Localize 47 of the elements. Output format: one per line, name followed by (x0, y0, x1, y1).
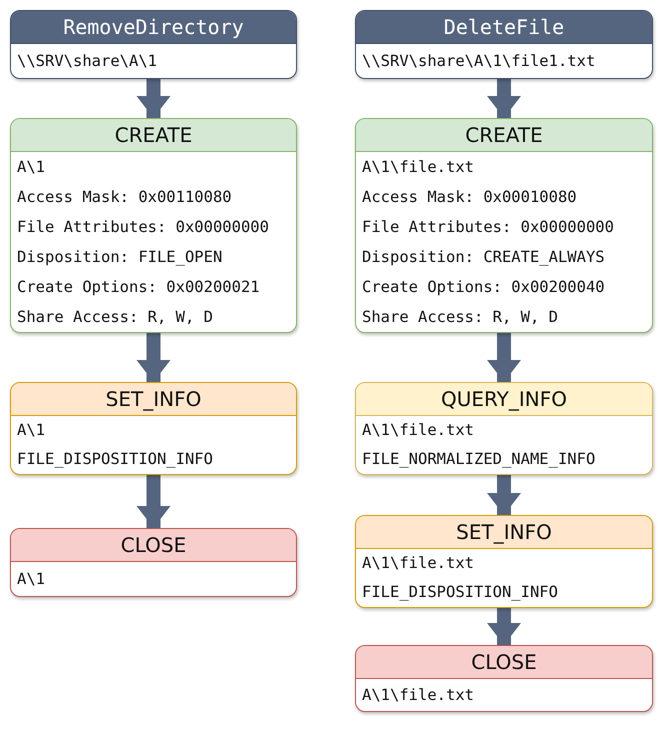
box-title: CREATE (356, 119, 652, 152)
box-text: Create Options: 0x00200040 (361, 277, 606, 298)
arrow (487, 475, 521, 515)
box-text: FILE_DISPOSITION_INFO (361, 582, 559, 603)
box-text: Create Options: 0x00200021 (16, 277, 261, 298)
box-text: File Attributes: 0x00000000 (361, 217, 615, 238)
box-text: \\SRV\share\A\1 (16, 51, 158, 72)
box-title: CLOSE (356, 646, 652, 679)
box-text: Disposition: CREATE_ALWAYS (361, 247, 606, 268)
box-text: A\1\file.txt (361, 685, 475, 706)
box-text: Disposition: FILE_OPEN (16, 247, 224, 268)
box-title: QUERY_INFO (356, 383, 652, 416)
box-text: Share Access: R, W, D (361, 307, 559, 328)
box-text: Share Access: R, W, D (16, 307, 214, 328)
box-title: CREATE (11, 119, 296, 152)
arrow (487, 608, 521, 645)
process-box (355, 382, 653, 475)
box-text: A\1 (16, 157, 46, 178)
process-box (355, 515, 653, 608)
arrow (136, 333, 170, 382)
box-text: Access Mask: 0x00110080 (16, 187, 233, 208)
box-text: Access Mask: 0x00010080 (361, 187, 578, 208)
process-box (355, 118, 653, 333)
arrow (136, 475, 170, 528)
box-text: A\1\file.txt (361, 553, 475, 574)
arrow (136, 79, 170, 118)
box-title: SET_INFO (11, 383, 296, 416)
box-title: DeleteFile (356, 11, 652, 44)
process-box (355, 645, 653, 712)
process-box (10, 10, 297, 79)
box-text: File Attributes: 0x00000000 (16, 217, 270, 238)
box-text: FILE_DISPOSITION_INFO (16, 449, 214, 470)
process-box (355, 10, 653, 79)
box-text: A\1 (16, 569, 46, 590)
box-text: A\1\file.txt (361, 420, 475, 441)
box-text: A\1 (16, 420, 46, 441)
box-title: SET_INFO (356, 516, 652, 549)
process-box (10, 528, 297, 597)
process-box (10, 382, 297, 475)
box-text: \\SRV\share\A\1\file1.txt (361, 51, 596, 72)
box-title: CLOSE (11, 529, 296, 562)
box-text: FILE_NORMALIZED_NAME_INFO (361, 449, 596, 470)
arrow (487, 333, 521, 382)
process-box (10, 118, 297, 333)
box-text: A\1\file.txt (361, 157, 475, 178)
arrow (487, 79, 521, 118)
box-title: RemoveDirectory (11, 11, 296, 44)
